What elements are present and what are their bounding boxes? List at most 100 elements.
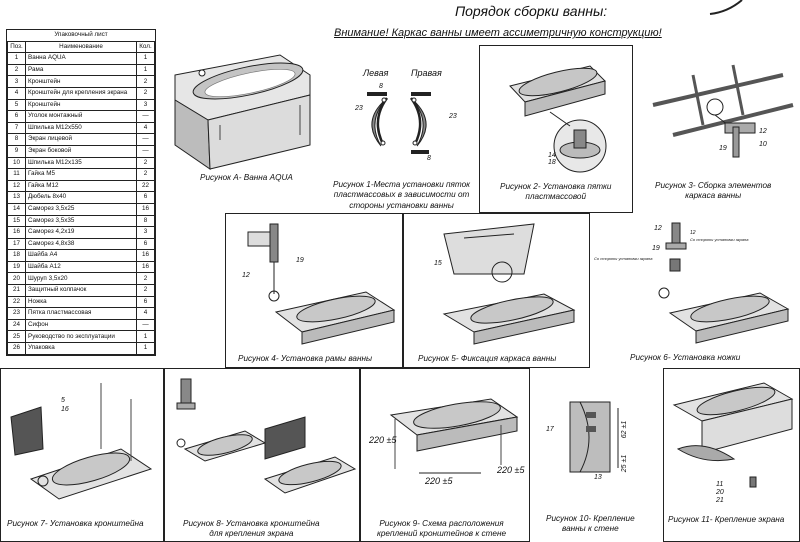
packing-list-title: Упаковочный лист bbox=[7, 30, 155, 42]
packing-list-pos: 3 bbox=[7, 75, 26, 88]
screen-bracket-illustration bbox=[176, 378, 357, 494]
packing-list-pos: 24 bbox=[7, 318, 26, 332]
packing-list-name: Ванна AQUA bbox=[25, 52, 137, 65]
packing-list-pos: 21 bbox=[7, 284, 26, 297]
figure-11-caption: Рисунок 11- Крепление экрана bbox=[668, 515, 785, 524]
packing-list-pos: 16 bbox=[7, 226, 26, 239]
packing-list-qty: 2 bbox=[136, 284, 155, 297]
wall-mount-illustration bbox=[569, 401, 619, 473]
figure-a: Рисунок А- Ванна AQUA bbox=[160, 45, 330, 185]
packing-list-qty: 1 bbox=[136, 330, 155, 344]
label-12-fig6: 12 bbox=[654, 225, 662, 232]
packing-list-name: Гайка М12 bbox=[25, 179, 137, 193]
label-14: 14 bbox=[548, 152, 556, 159]
label-21: 21 bbox=[716, 497, 724, 504]
packing-list-qty: 4 bbox=[136, 307, 155, 320]
packing-list-pos: 8 bbox=[7, 133, 26, 146]
packing-list-pos: 2 bbox=[7, 63, 26, 77]
packing-list-name: Саморез 3,5х25 bbox=[25, 202, 137, 216]
packing-list-pos: 25 bbox=[7, 330, 26, 344]
heel-placement-illustration bbox=[367, 92, 431, 154]
label-18: 18 bbox=[548, 159, 556, 166]
bracket-install-illustration bbox=[10, 383, 153, 500]
label-20: 20 bbox=[716, 489, 724, 496]
wall-side-note-b: Со стороны установки экрана bbox=[594, 256, 653, 261]
packing-list-name: Экран лицевой bbox=[25, 133, 137, 146]
label-5-fig7: 5 bbox=[61, 397, 65, 404]
packing-list-name: Саморез 4,8х38 bbox=[25, 237, 137, 251]
packing-list-qty: 1 bbox=[136, 52, 155, 65]
packing-list-pos: 26 bbox=[7, 342, 26, 355]
packing-list-qty: 3 bbox=[136, 98, 155, 112]
packing-list-qty: — bbox=[136, 110, 155, 123]
heel-install-illustration bbox=[509, 65, 607, 173]
packing-list-name: Шпилька М12х135 bbox=[25, 156, 137, 170]
packing-list-pos: 12 bbox=[7, 179, 26, 193]
page-title: Порядок сборки ванны: bbox=[455, 3, 608, 19]
packing-list-qty: 2 bbox=[136, 86, 155, 100]
label-19-fig3: 19 bbox=[719, 145, 727, 152]
packing-list-name: Шпилька М12х550 bbox=[25, 121, 137, 135]
header-pos: Поз. bbox=[7, 40, 26, 54]
header-swoosh bbox=[709, 0, 743, 15]
packing-list-pos: 15 bbox=[7, 214, 26, 228]
packing-list-pos: 4 bbox=[7, 86, 26, 100]
figure-5-caption: Рисунок 5- Фиксация каркаса ванны bbox=[418, 354, 557, 363]
label-8-bottom: 8 bbox=[427, 155, 431, 162]
packing-list-pos: 1 bbox=[7, 52, 26, 65]
packing-list-pos: 5 bbox=[7, 98, 26, 112]
figure-4-panel: 19 12 Рисунок 4- Установка рамы ванны bbox=[225, 213, 403, 368]
packing-list-qty: 2 bbox=[136, 168, 155, 181]
packing-list-pos: 10 bbox=[7, 156, 26, 170]
packing-list-name: Гайка М5 bbox=[25, 168, 137, 181]
packing-list-name: Шуруп 3,5х20 bbox=[25, 272, 137, 286]
asymmetric-frame-warning: Внимание! Каркас ванны имеет ассиметричн… bbox=[334, 27, 662, 39]
label-right: Правая bbox=[411, 68, 442, 78]
figure-5-panel: 15 Рисунок 5- Фиксация каркаса ванны bbox=[403, 213, 590, 368]
packing-list-name: Экран боковой bbox=[25, 144, 137, 158]
label-8-top: 8 bbox=[379, 83, 383, 90]
packing-list-name: Пятка пластмассовая bbox=[25, 307, 137, 320]
packing-list-qty: 8 bbox=[136, 214, 155, 228]
packing-list-pos: 17 bbox=[7, 237, 26, 251]
label-15-fig5: 15 bbox=[434, 260, 442, 267]
figure-7-panel: 5 16 Рисунок 7- Установка кронштейна bbox=[0, 368, 164, 542]
figure-6-panel: 12 19 12 Со стороны установки экрана Со … bbox=[590, 213, 798, 368]
packing-list-qty: 2 bbox=[136, 75, 155, 88]
dim-220-right: 220 ±5 bbox=[497, 465, 525, 475]
packing-list-qty: 6 bbox=[136, 191, 155, 204]
frame-fixation-illustration bbox=[442, 223, 576, 345]
packing-list-qty: 16 bbox=[136, 260, 155, 274]
header-qty: Кол. bbox=[136, 40, 155, 54]
dim-220-left: 220 ±5 bbox=[369, 435, 397, 445]
packing-list-name: Кронштейн bbox=[25, 98, 137, 112]
packing-list-qty: — bbox=[136, 133, 155, 146]
label-10-fig3: 10 bbox=[759, 141, 767, 148]
screen-mount-illustration bbox=[672, 382, 794, 488]
dim-25: 25 ±1 bbox=[621, 454, 629, 473]
label-19-fig6: 19 bbox=[652, 245, 660, 252]
packing-list-pos: 23 bbox=[7, 307, 26, 320]
